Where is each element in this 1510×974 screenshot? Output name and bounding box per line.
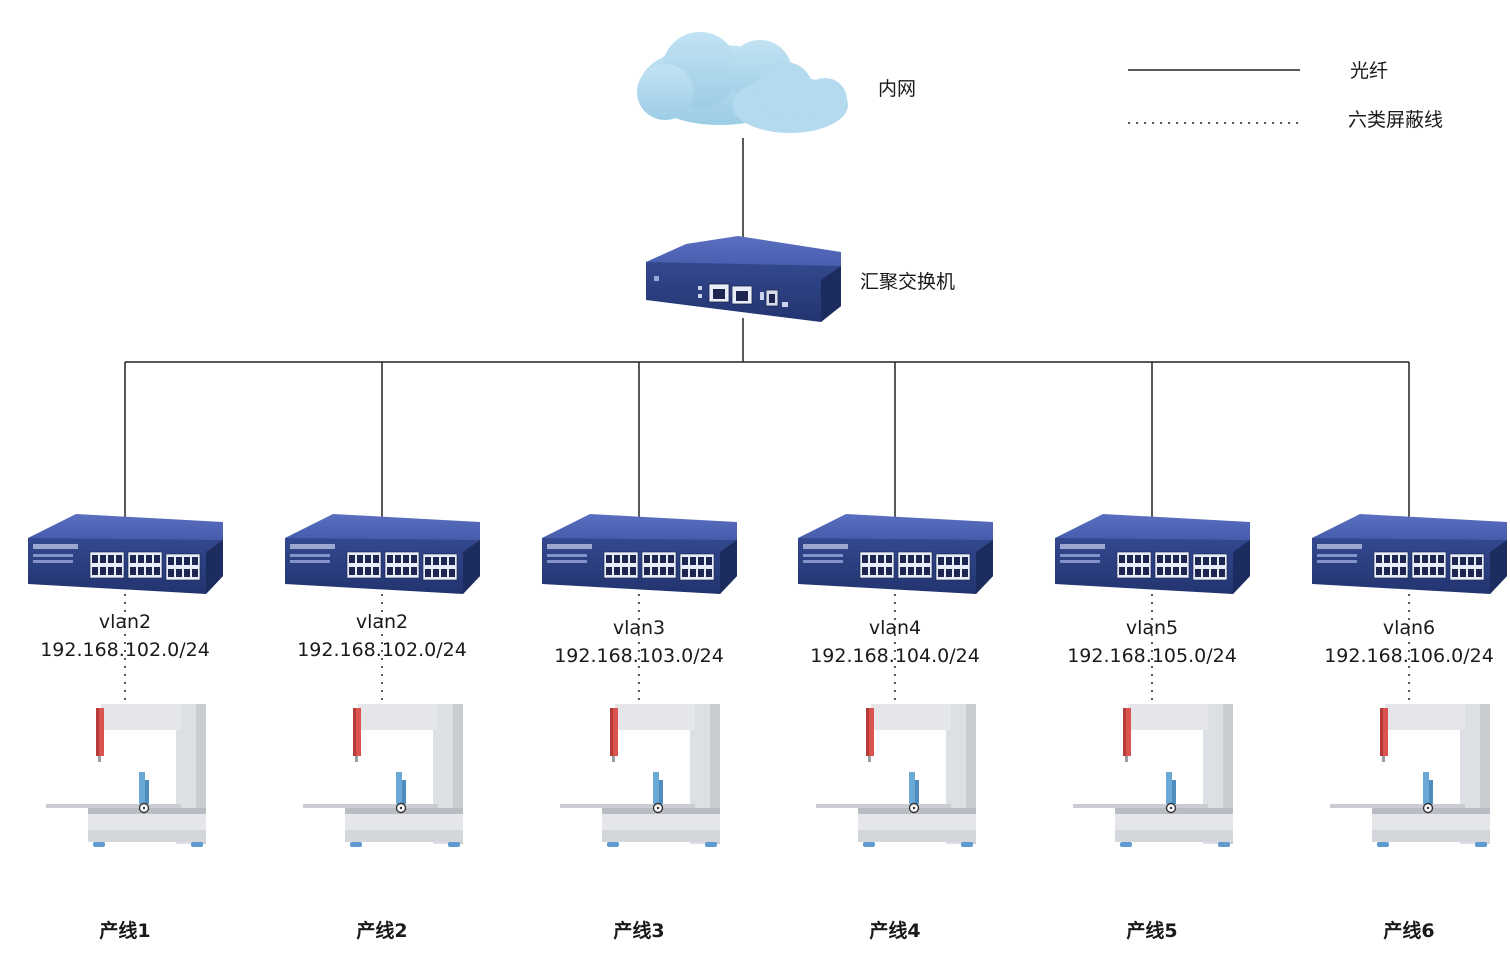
vlan-id: vlan6 xyxy=(1382,617,1436,639)
vlan-id: vlan5 xyxy=(1125,617,1179,639)
subnet: 192.168.102.0/24 xyxy=(297,639,467,661)
vlan-label: vlan6 192.168.106.0/24 xyxy=(1299,614,1510,670)
aggregation-switch-label: 汇聚交换机 xyxy=(860,271,956,293)
machine-icon xyxy=(302,703,464,848)
intranet-label: 内网 xyxy=(878,78,917,100)
subnet: 192.168.102.0/24 xyxy=(40,639,210,661)
production-line-label: 产线4 xyxy=(869,920,921,942)
vlan-id: vlan2 xyxy=(355,611,409,633)
subnet: 192.168.104.0/24 xyxy=(810,645,980,667)
switch-icon xyxy=(797,513,994,595)
switch-icon xyxy=(1311,513,1508,595)
switch-icon xyxy=(541,513,738,595)
legend-cat6-label: 六类屏蔽线 xyxy=(1348,109,1444,131)
fiber-links xyxy=(124,318,1410,520)
vlan-label: vlan2 192.168.102.0/24 xyxy=(272,608,492,664)
machine-icon xyxy=(1072,703,1234,848)
vlan-id: vlan2 xyxy=(98,611,152,633)
subnet: 192.168.105.0/24 xyxy=(1067,645,1237,667)
production-line-label: 产线5 xyxy=(1126,920,1178,942)
vlan-id: vlan3 xyxy=(612,617,666,639)
vlan-label: vlan5 192.168.105.0/24 xyxy=(1042,614,1262,670)
production-line-label: 产线6 xyxy=(1383,920,1435,942)
vlan-label: vlan4 192.168.104.0/24 xyxy=(785,614,1005,670)
switch-icon xyxy=(1054,513,1251,595)
machine-icon xyxy=(45,703,207,848)
subnet: 192.168.106.0/24 xyxy=(1324,645,1494,667)
legend-fiber-label: 光纤 xyxy=(1350,60,1389,82)
machine-icon xyxy=(1329,703,1491,848)
cat6-links xyxy=(124,594,1410,702)
switch-icon xyxy=(284,513,481,595)
vlan-label: vlan2 192.168.102.0/24 xyxy=(15,608,235,664)
switch-icon xyxy=(646,236,841,322)
machine-icon xyxy=(559,703,721,848)
production-line-label: 产线2 xyxy=(356,920,408,942)
cloud-icon xyxy=(637,32,848,133)
machine-icon xyxy=(815,703,977,848)
vlan-label: vlan3 192.168.103.0/24 xyxy=(529,614,749,670)
vlan-id: vlan4 xyxy=(868,617,922,639)
subnet: 192.168.103.0/24 xyxy=(554,645,724,667)
production-line-label: 产线1 xyxy=(99,920,151,942)
switch-icon xyxy=(27,513,224,595)
production-line-label: 产线3 xyxy=(613,920,665,942)
